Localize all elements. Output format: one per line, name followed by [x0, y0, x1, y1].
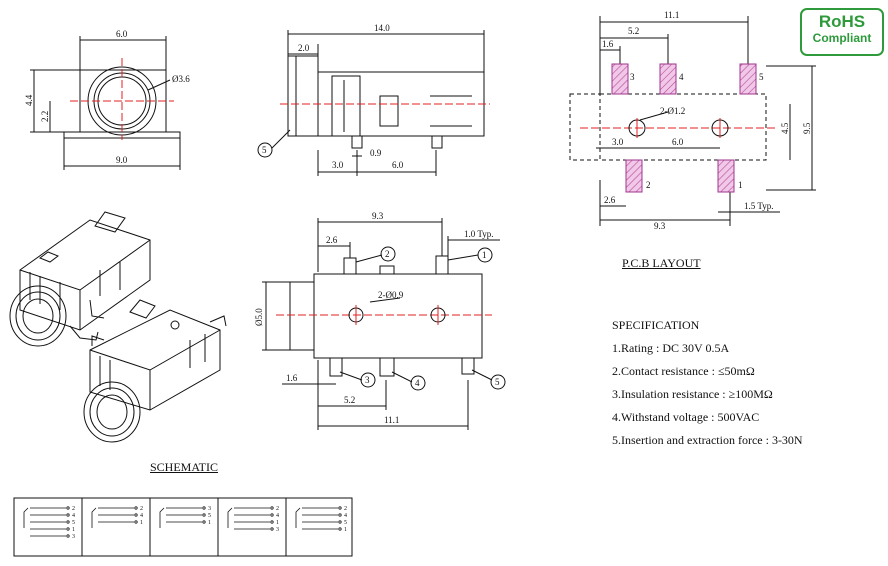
top-hole-label: 2-Ø0.9 [378, 290, 404, 300]
top-diameter-dim: Ø5.0 [254, 308, 264, 326]
schematic-cell-2: 241 [91, 506, 143, 528]
schematic-pin-label: 2 [344, 506, 347, 512]
schematic-pin-label: 2 [140, 506, 143, 512]
pcb-bottom-width-dim: 9.3 [654, 221, 666, 231]
pcb-layout [569, 16, 816, 226]
pcb-hole-label: 2-Ø1.2 [660, 106, 685, 116]
schematic-pin-label: 4 [344, 513, 347, 519]
schematic-pin-label: 1 [344, 527, 347, 533]
pcb-pad-label-4: 4 [679, 72, 684, 82]
top-bottom-left-dim: 1.6 [286, 373, 298, 383]
top-callout-3: 3 [365, 375, 370, 385]
top-width-dim: 9.3 [372, 211, 384, 221]
schematic-pin-label: 5 [344, 520, 347, 526]
side-view [257, 30, 490, 176]
pcb-pads [611, 63, 757, 193]
spec-line-insulation: 3.Insulation resistance : ≥100MΩ [612, 387, 773, 401]
side-length-dim: 14.0 [374, 23, 390, 33]
pcb-hole-a-dim: 3.0 [612, 137, 624, 147]
pcb-pad-5 [739, 63, 757, 95]
specification-title: SPECIFICATION [612, 318, 700, 332]
schematic-table [13, 497, 353, 557]
side-pin-thick-dim: 0.9 [370, 148, 382, 158]
isometric-view-upper [9, 211, 151, 347]
front-view [30, 36, 181, 170]
schematic-pin-label: 1 [208, 520, 211, 526]
pcb-height-b-dim: 9.5 [802, 122, 812, 134]
front-width-dim: 6.0 [116, 29, 128, 39]
pcb-hole-b-dim: 6.0 [672, 137, 684, 147]
front-center-height-dim: 2.2 [40, 111, 50, 122]
pcb-pad-4 [659, 63, 677, 95]
pcb-pad-label-3: 3 [630, 72, 635, 82]
side-callout-5: 5 [262, 145, 267, 155]
pcb-top-width-dim: 11.1 [664, 10, 679, 20]
schematic-title: SCHEMATIC [150, 460, 219, 474]
top-bottom-width-dim: 11.1 [384, 415, 399, 425]
schematic-pin-label: 3 [276, 527, 279, 533]
schematic-cell-3: 351 [159, 506, 211, 528]
pcb-pad-1 [717, 159, 735, 193]
spec-line-rating: 1.Rating : DC 30V 0.5A [612, 341, 730, 355]
schematic-pin-label: 2 [72, 506, 75, 512]
top-callout-2: 2 [385, 249, 390, 259]
isometric-view-lower [83, 299, 227, 443]
schematic-pin-label: 5 [208, 513, 211, 519]
spec-line-force: 5.Insertion and extraction force : 3-30N [612, 433, 803, 447]
pcb-bottom-a-dim: 2.6 [604, 195, 616, 205]
side-pin-a-dim: 3.0 [332, 160, 344, 170]
schematic-pin-label: 5 [72, 520, 75, 526]
rohs-line1: RoHS [818, 12, 866, 31]
schematic-pin-label: 2 [276, 506, 279, 512]
schematic-pin-label: 1 [140, 520, 143, 526]
pcb-pad-label-2: 2 [646, 180, 651, 190]
pcb-layout-title: P.C.B LAYOUT [622, 256, 701, 270]
top-callout-1: 1 [482, 250, 487, 260]
side-offset-dim: 2.0 [298, 43, 310, 53]
schematic-pin-label: 4 [72, 513, 75, 519]
pcb-height-a-dim: 4.5 [780, 122, 790, 134]
top-bottom-mid-dim: 5.2 [344, 395, 355, 405]
specification-block: SPECIFICATION 1.Rating : DC 30V 0.5A 2.C… [612, 314, 803, 452]
front-bottom-width-dim: 9.0 [116, 155, 128, 165]
side-pin-b-dim: 6.0 [392, 160, 404, 170]
spec-line-contact: 2.Contact resistance : ≤50mΩ [612, 364, 755, 378]
pcb-pad-label-5: 5 [759, 72, 764, 82]
schematic-pin-label: 3 [208, 506, 211, 512]
top-left-dim: 2.6 [326, 235, 338, 245]
top-callout-4: 4 [415, 378, 420, 388]
pcb-pad-label-1: 1 [738, 180, 743, 190]
rohs-line2: Compliant [812, 31, 872, 45]
pcb-pitch-b-dim: 1.6 [602, 39, 614, 49]
pcb-pad-3 [611, 63, 629, 95]
schematic-pin-label: 1 [276, 520, 279, 526]
pcb-pad-2 [625, 159, 643, 193]
top-view [262, 218, 506, 430]
front-diameter-dim: Ø3.6 [172, 74, 190, 84]
pcb-pad-typ-dim: 1.5 Typ. [744, 201, 773, 211]
schematic-pin-label: 3 [72, 534, 75, 540]
top-pin-typ-dim: 1.0 Typ. [464, 229, 493, 239]
front-height-dim: 4.4 [24, 94, 34, 106]
spec-line-voltage: 4.Withstand voltage : 500VAC [612, 410, 760, 424]
schematic-pin-label: 1 [72, 527, 75, 533]
schematic-pin-label: 4 [140, 513, 143, 519]
schematic-pin-label: 4 [276, 513, 279, 519]
pcb-pitch-a-dim: 5.2 [628, 26, 639, 36]
rohs-badge: RoHS Compliant [800, 8, 884, 56]
top-callout-5: 5 [495, 377, 500, 387]
